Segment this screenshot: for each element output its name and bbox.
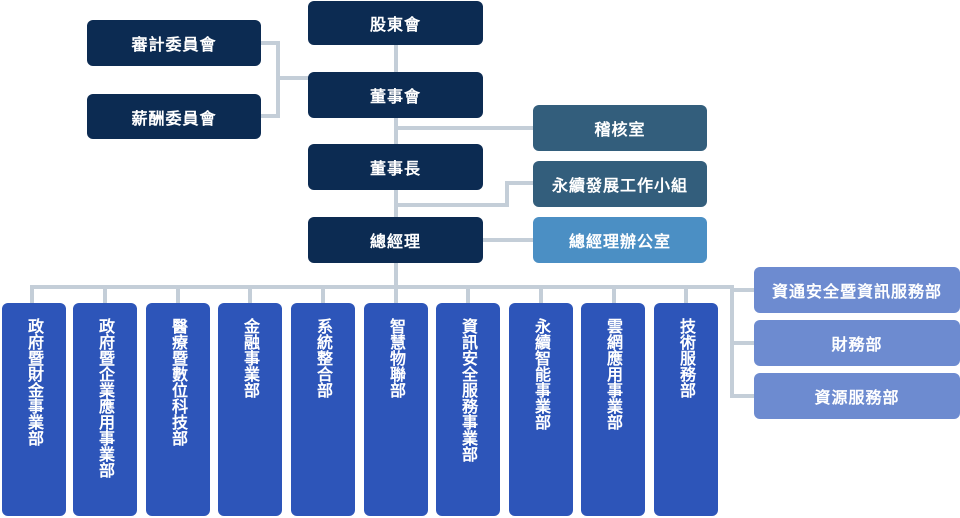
chairman-box: 董事長 [308, 144, 483, 190]
business-unit-box: 技術服務部 [654, 303, 718, 516]
auditing-office-label: 稽核室 [594, 120, 646, 139]
audit-committee-label: 審計委員會 [131, 35, 217, 54]
shareholders-meeting-box: 股東會 [308, 1, 483, 45]
business-unit-label: 政府暨企業應用事業部 [96, 318, 115, 478]
business-unit-label: 政府暨財金事業部 [25, 318, 44, 446]
remuneration-committee-box: 薪酬委員會 [87, 94, 261, 139]
business-unit-label: 技術服務部 [677, 318, 696, 398]
support-unit-box: 資源服務部 [754, 373, 960, 419]
audit-committee-box: 審計委員會 [87, 20, 261, 66]
board-of-directors-label: 董事會 [369, 87, 421, 106]
auditing-office-box: 稽核室 [533, 105, 707, 151]
shareholders-meeting-label: 股東會 [369, 15, 421, 34]
business-unit-box: 永續智能事業部 [509, 303, 573, 516]
business-unit-label: 智慧物聯部 [387, 318, 406, 398]
business-unit-box: 政府暨財金事業部 [2, 303, 66, 516]
sustainability-group-label: 永續發展工作小組 [551, 176, 688, 195]
business-unit-box: 智慧物聯部 [364, 303, 428, 516]
chairman-label: 董事長 [369, 159, 421, 178]
business-unit-label: 醫療暨數位科技部 [169, 318, 188, 446]
president-box: 總經理 [308, 217, 483, 263]
business-unit-box: 系統整合部 [291, 303, 355, 516]
business-unit-label: 永續智能事業部 [532, 318, 551, 430]
support-unit-label: 資源服務部 [814, 388, 900, 407]
president-office-box: 總經理辦公室 [533, 217, 707, 263]
support-unit-label: 財務部 [831, 335, 883, 354]
business-unit-box: 金融事業部 [218, 303, 282, 516]
support-unit-box: 資通安全暨資訊服務部 [754, 267, 960, 313]
business-unit-label: 金融事業部 [241, 318, 260, 398]
business-unit-label: 系統整合部 [314, 318, 333, 398]
business-unit-box: 政府暨企業應用事業部 [73, 303, 137, 516]
business-unit-box: 雲網應用事業部 [581, 303, 645, 516]
remuneration-committee-label: 薪酬委員會 [131, 108, 217, 128]
business-unit-label: 資訊安全服務事業部 [459, 318, 478, 462]
board-of-directors-box: 董事會 [308, 72, 483, 118]
president-label: 總經理 [369, 232, 421, 251]
support-unit-label: 資通安全暨資訊服務部 [771, 282, 942, 301]
business-unit-box: 醫療暨數位科技部 [146, 303, 210, 516]
business-unit-label: 雲網應用事業部 [604, 318, 623, 430]
president-office-label: 總經理辦公室 [568, 232, 671, 251]
business-unit-box: 資訊安全服務事業部 [436, 303, 500, 516]
support-unit-box: 財務部 [754, 320, 960, 366]
sustainability-group-box: 永續發展工作小組 [533, 161, 707, 207]
